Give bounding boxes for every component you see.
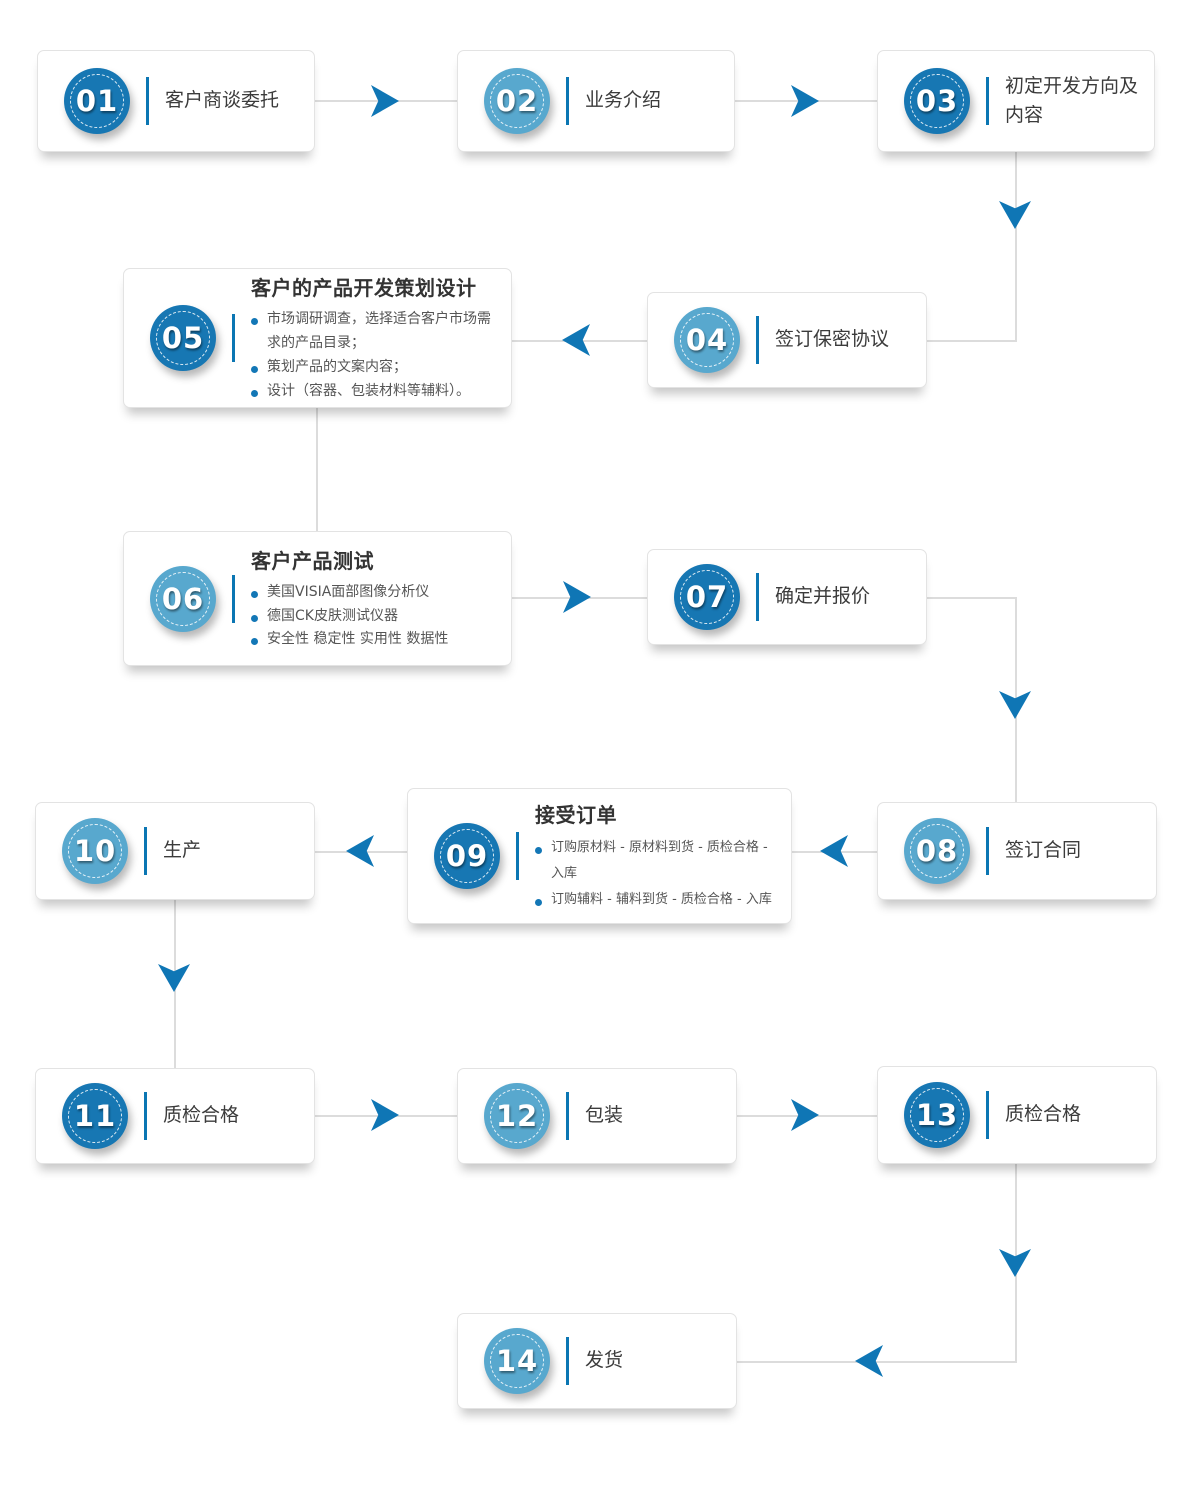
step-label: 业务介绍	[585, 89, 662, 112]
step-number: 01	[75, 84, 119, 118]
step-number-badge: 14	[484, 1328, 550, 1394]
step-number-badge: 01	[64, 68, 130, 134]
step-title: 客户的产品开发策划设计	[251, 276, 477, 301]
bullet-item: 安全性 稳定性 实用性 数据性	[251, 628, 448, 652]
step-02-card: 02 业务介绍	[457, 50, 735, 152]
step-number-badge: 10	[62, 818, 128, 884]
step-number-badge: 05	[150, 305, 216, 371]
step-number: 05	[161, 321, 205, 355]
step-number: 08	[915, 834, 959, 868]
step-number-badge: 03	[904, 68, 970, 134]
bullet-item: 订购辅料 - 辅料到货 - 质检合格 - 入库	[535, 887, 777, 913]
step-number: 07	[685, 580, 729, 614]
step-number-badge: 02	[484, 68, 550, 134]
step-03-card: 03 初定开发方向及内容	[877, 50, 1155, 152]
step-11-card: 11 质检合格	[35, 1068, 315, 1164]
step-label: 包装	[585, 1104, 624, 1127]
step-number-badge: 13	[904, 1082, 970, 1148]
step-number: 03	[915, 84, 959, 118]
step-number-badge: 08	[904, 818, 970, 884]
divider	[144, 827, 147, 875]
step-label: 客户商谈委托	[165, 89, 280, 112]
divider	[566, 1092, 569, 1140]
step-04-card: 04 签订保密协议	[647, 292, 927, 388]
step-number: 12	[495, 1099, 539, 1133]
bullet-item: 设计（容器、包装材料等辅料）。	[251, 380, 497, 404]
step-05-card: 05 客户的产品开发策划设计 市场调研调查，选择适合客户市场需求的产品目录； 策…	[123, 268, 512, 408]
step-label: 确定并报价	[775, 585, 871, 608]
bullet-list: 美国VISIA面部图像分析仪 德国CK皮肤测试仪器 安全性 稳定性 实用性 数据…	[251, 581, 448, 652]
step-01-card: 01 客户商谈委托	[37, 50, 315, 152]
step-number-badge: 12	[484, 1083, 550, 1149]
connector-13-14	[737, 1361, 1017, 1363]
divider	[986, 77, 989, 125]
step-number-badge: 07	[674, 564, 740, 630]
step-label: 质检合格	[163, 1104, 240, 1127]
divider	[144, 1092, 147, 1140]
step-number-badge: 06	[150, 565, 216, 632]
bullet-item: 市场调研调查，选择适合客户市场需求的产品目录；	[251, 308, 497, 356]
step-label: 签订保密协议	[775, 328, 890, 351]
divider	[232, 574, 235, 623]
step-title: 接受订单	[535, 803, 617, 827]
step-label: 发货	[585, 1349, 624, 1372]
divider	[566, 1337, 569, 1385]
step-06-card: 06 客户产品测试 美国VISIA面部图像分析仪 德国CK皮肤测试仪器 安全性 …	[123, 531, 512, 666]
divider	[146, 77, 149, 125]
step-label: 生产	[163, 839, 202, 862]
divider	[756, 316, 759, 364]
step-label: 签订合同	[1005, 839, 1082, 862]
step-label: 初定开发方向及内容	[1005, 74, 1139, 126]
divider	[516, 832, 519, 880]
step-07-card: 07 确定并报价	[647, 549, 927, 645]
step-detail: 客户产品测试 美国VISIA面部图像分析仪 德国CK皮肤测试仪器 安全性 稳定性…	[251, 545, 462, 652]
step-number-badge: 09	[434, 823, 500, 889]
step-detail: 客户的产品开发策划设计 市场调研调查，选择适合客户市场需求的产品目录； 策划产品…	[251, 272, 511, 403]
step-10-card: 10 生产	[35, 802, 315, 900]
step-14-card: 14 发货	[457, 1313, 737, 1409]
step-09-card: 09 接受订单 订购原材料 - 原材料到货 - 质检合格 - 入库 订购辅料 -…	[407, 788, 792, 924]
step-detail: 接受订单 订购原材料 - 原材料到货 - 质检合格 - 入库 订购辅料 - 辅料…	[535, 799, 791, 913]
divider	[756, 573, 759, 621]
step-number: 13	[915, 1098, 959, 1132]
step-title: 客户产品测试	[251, 548, 374, 573]
step-number: 04	[685, 323, 729, 357]
connector-down-04	[927, 340, 1017, 342]
divider	[566, 77, 569, 125]
step-number: 06	[161, 581, 205, 616]
divider	[232, 314, 235, 362]
step-08-card: 08 签订合同	[877, 802, 1157, 900]
bullet-item: 订购原材料 - 原材料到货 - 质检合格 - 入库	[535, 835, 777, 887]
step-number: 14	[495, 1344, 539, 1378]
step-12-card: 12 包装	[457, 1068, 737, 1164]
step-number: 02	[495, 84, 539, 118]
divider	[986, 1091, 989, 1139]
step-label: 质检合格	[1005, 1103, 1082, 1126]
step-13-card: 13 质检合格	[877, 1066, 1157, 1164]
step-number: 11	[73, 1099, 117, 1133]
step-number-badge: 04	[674, 307, 740, 373]
bullet-item: 德国CK皮肤测试仪器	[251, 605, 448, 629]
connector-05-06	[316, 408, 318, 531]
step-number: 09	[445, 839, 489, 873]
connector-07-right	[927, 597, 1017, 599]
connector-03-down	[1015, 152, 1017, 341]
bullet-list: 市场调研调查，选择适合客户市场需求的产品目录； 策划产品的文案内容； 设计（容器…	[251, 308, 497, 403]
bullet-list: 订购原材料 - 原材料到货 - 质检合格 - 入库 订购辅料 - 辅料到货 - …	[535, 835, 777, 913]
bullet-item: 美国VISIA面部图像分析仪	[251, 581, 448, 605]
divider	[986, 827, 989, 875]
step-number: 10	[73, 834, 117, 868]
step-number-badge: 11	[62, 1083, 128, 1149]
bullet-item: 策划产品的文案内容；	[251, 356, 497, 380]
